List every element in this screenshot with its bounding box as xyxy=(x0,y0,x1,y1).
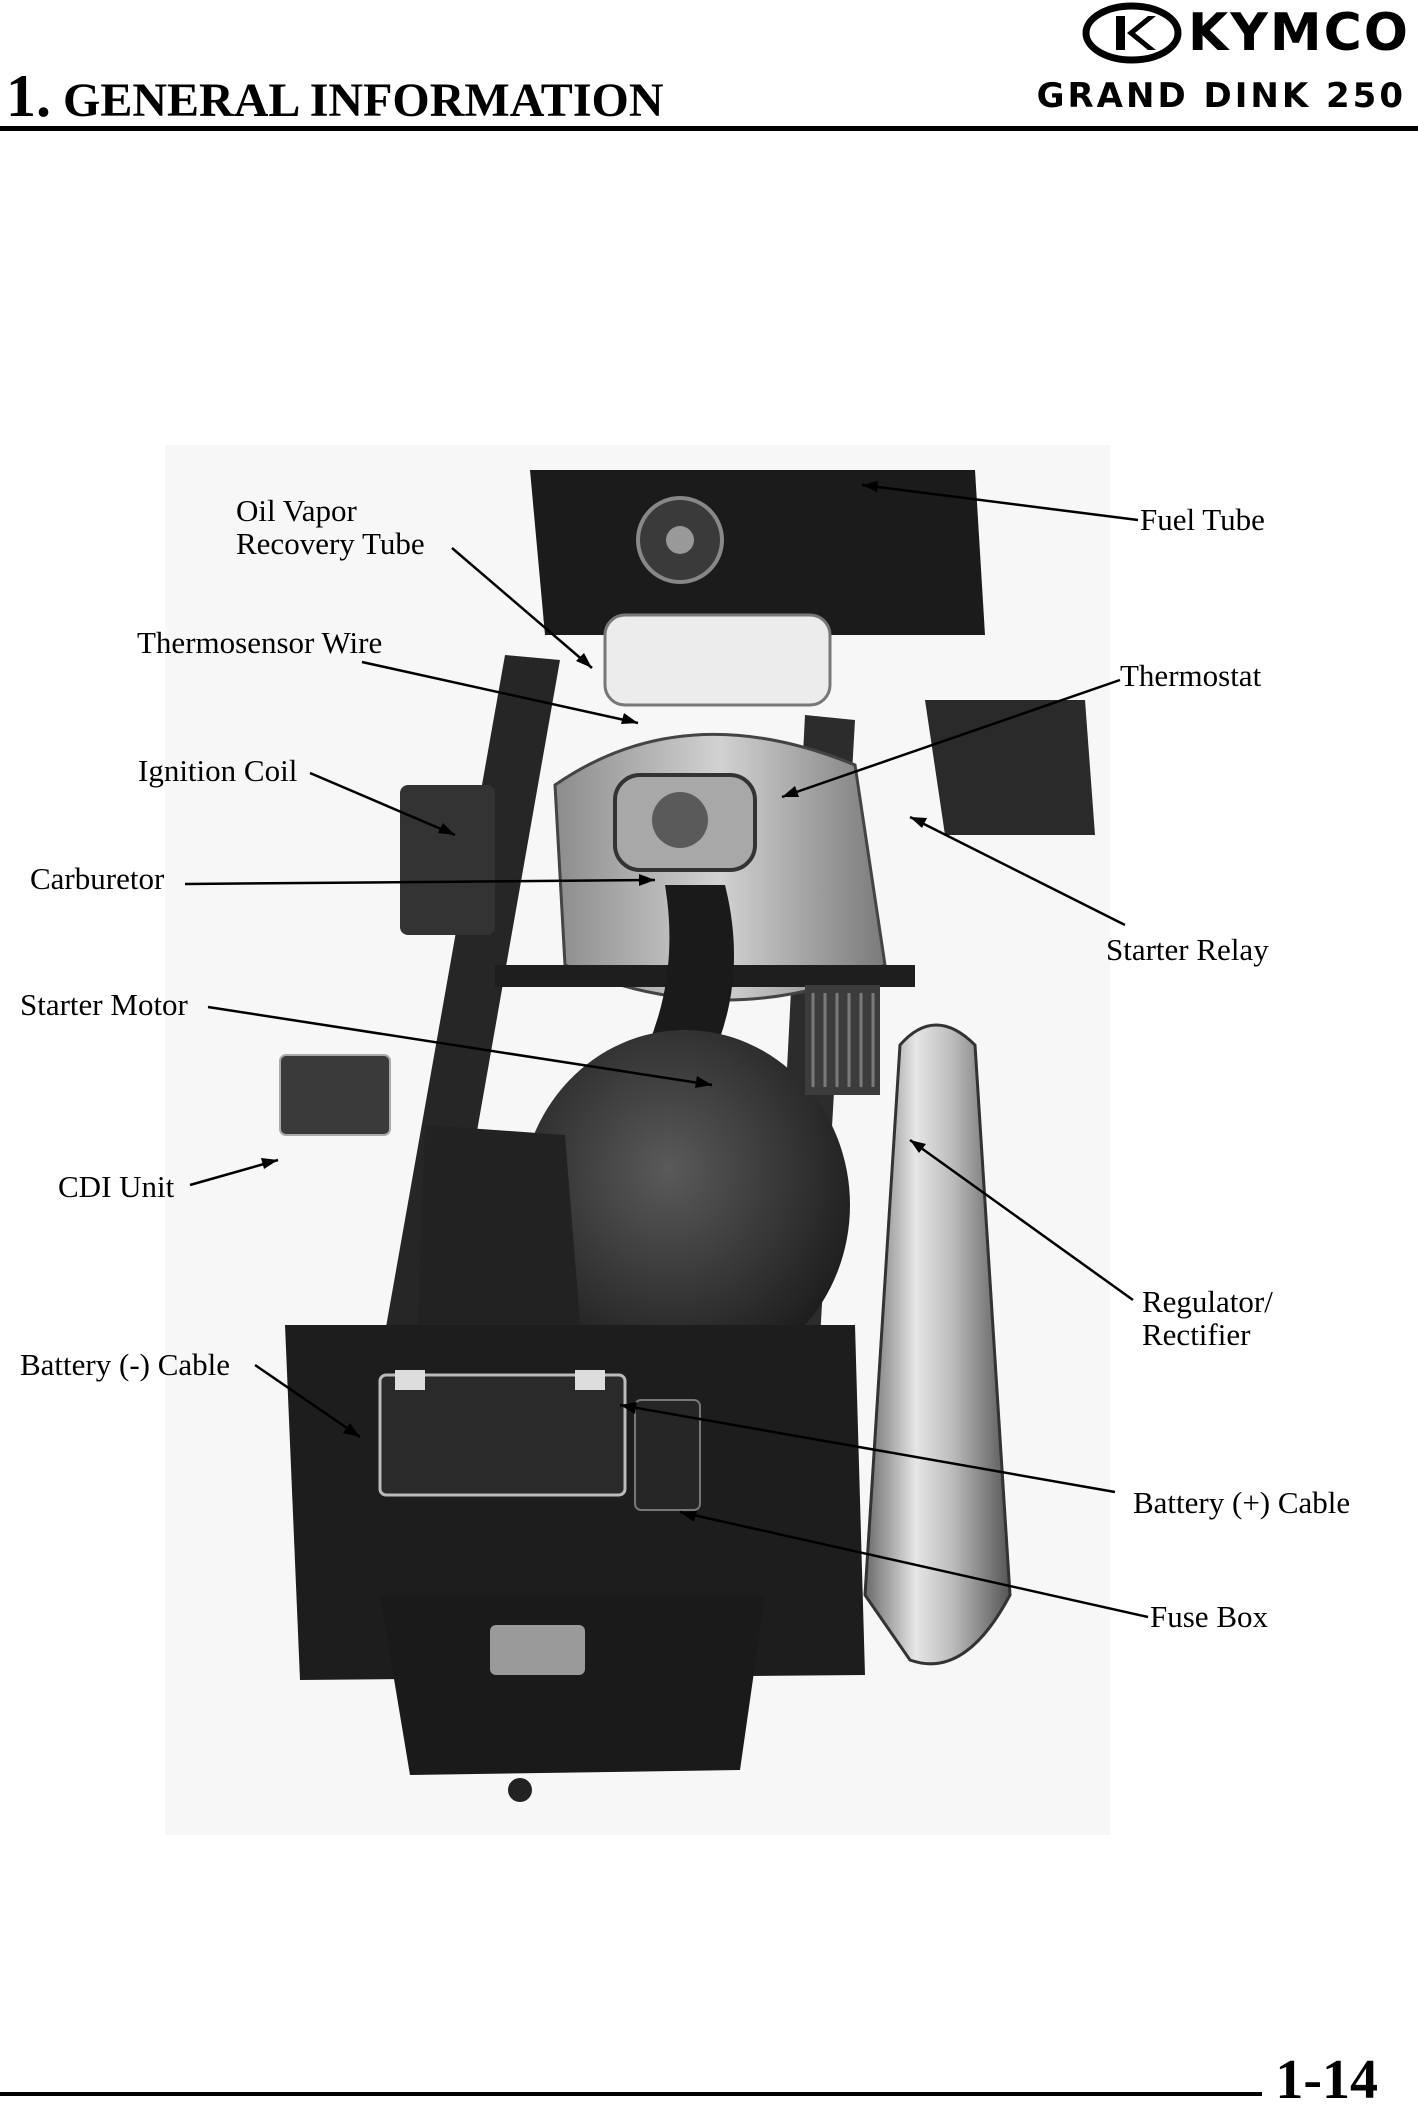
label-carburetor: Carburetor xyxy=(30,861,165,896)
label-oil-vapor-line1: Oil Vapor xyxy=(236,493,357,528)
footer-divider xyxy=(0,2092,1262,2096)
section-number: 1. xyxy=(6,63,51,129)
label-thermostat: Thermostat xyxy=(1120,658,1262,693)
brand-logo-block: KYMCO xyxy=(1082,0,1410,66)
label-cdi-unit: CDI Unit xyxy=(58,1169,175,1204)
label-thermosensor-wire: Thermosensor Wire xyxy=(137,625,383,660)
label-ignition-coil: Ignition Coil xyxy=(138,753,298,788)
label-regulator-line2: Rectifier xyxy=(1142,1317,1251,1352)
label-starter-motor: Starter Motor xyxy=(20,987,188,1022)
label-battery-positive-cable: Battery (+) Cable xyxy=(1133,1485,1351,1520)
label-fuse-box: Fuse Box xyxy=(1150,1599,1268,1634)
section-title-text: GENERAL INFORMATION xyxy=(63,74,664,127)
section-title: 1. GENERAL INFORMATION xyxy=(6,66,664,131)
label-oil-vapor-line2: Recovery Tube xyxy=(236,526,425,561)
kymco-logo-icon xyxy=(1082,2,1182,64)
label-regulator-line1: Regulator/ xyxy=(1142,1284,1273,1319)
label-starter-relay: Starter Relay xyxy=(1106,932,1269,967)
page-number: 1-14 xyxy=(1275,2049,1378,2111)
label-regulator-rectifier: Regulator/ Rectifier xyxy=(1142,1285,1273,1351)
header-divider xyxy=(0,126,1418,131)
brand-name: KYMCO xyxy=(1187,3,1410,63)
label-oil-vapor-recovery-tube: Oil Vapor Recovery Tube xyxy=(236,494,425,560)
label-battery-negative-cable: Battery (-) Cable xyxy=(20,1347,231,1382)
model-name: GRAND DINK 250 xyxy=(1036,76,1406,116)
label-fuel-tube: Fuel Tube xyxy=(1140,502,1265,537)
